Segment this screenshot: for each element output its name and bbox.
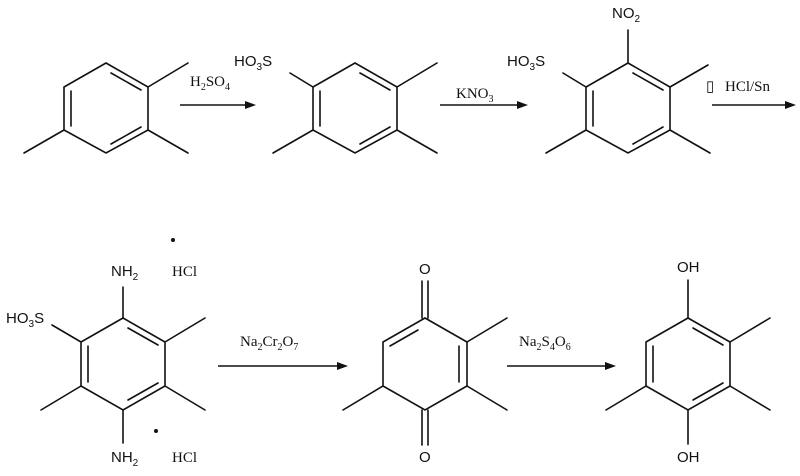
ring-bonds — [382, 317, 468, 411]
molecule-trimethylhydroquinone: OH OH — [605, 259, 771, 466]
methyl-bond — [669, 129, 711, 154]
ring-double-bond — [110, 72, 142, 91]
ring-double-bond — [692, 327, 724, 346]
so3h-label: HO3S — [6, 310, 44, 330]
ring-double-bond — [359, 126, 391, 145]
molecule-diamine-salt: NH2 NH2 HO3S HCl HCl — [6, 238, 206, 469]
methyl-bond — [669, 64, 709, 88]
reagent-label: KNO3 — [456, 86, 494, 105]
salt-dot — [154, 429, 158, 433]
reagent-label: Na2Cr2O7 — [240, 334, 298, 353]
sulfonyl-bond — [289, 72, 314, 88]
hydroxyl-label: OH — [677, 259, 700, 276]
nh2-label: NH2 — [111, 263, 139, 283]
carbonyl-o-label: O — [419, 449, 431, 466]
ring-bonds — [63, 62, 149, 154]
ring-double-bond — [692, 382, 724, 401]
methyl-bond — [396, 62, 438, 88]
reagent-label: Na2S4O6 — [519, 334, 571, 353]
nh2-label: NH2 — [111, 449, 139, 469]
reaction-arrow-1: H2SO4 — [180, 74, 256, 109]
hydroxyl-label: OH — [677, 449, 700, 466]
ring-bonds — [312, 62, 398, 154]
so3h-label: HO3S — [507, 53, 545, 73]
reagent-label: H2SO4 — [190, 74, 230, 93]
methyl-bond — [164, 317, 206, 343]
methyl-bond — [466, 385, 508, 411]
reaction-arrow-3: ▯ HCl/Sn — [706, 79, 796, 109]
molecule-nitro-sulfonic-acid: NO2 HO3S — [507, 5, 711, 154]
reaction-arrow-4: Na2Cr2O7 — [218, 334, 348, 370]
ring-double-bond — [127, 327, 159, 346]
no2-label: NO2 — [612, 5, 641, 25]
hcl-label: HCl — [172, 450, 197, 466]
ring-double-bond — [389, 329, 419, 347]
molecule-sulfonic-acid: HO3S — [234, 53, 438, 154]
methyl-bond — [147, 129, 189, 154]
ring-double-bond — [110, 126, 142, 145]
methyl-bond — [147, 62, 189, 88]
reaction-arrow-2: KNO3 — [440, 86, 528, 109]
ring-double-bond — [127, 382, 159, 401]
ring-bonds — [645, 317, 731, 411]
ring-bonds — [585, 62, 671, 154]
hcl-label: HCl — [172, 264, 197, 280]
reagent-marker: ▯ — [706, 79, 714, 95]
reaction-arrow-5: Na2S4O6 — [507, 334, 616, 370]
sulfonyl-bond — [562, 72, 587, 88]
molecule-trimethylbenzoquinone: O O — [342, 261, 508, 466]
methyl-bond — [23, 129, 65, 154]
so3h-label: HO3S — [234, 53, 272, 73]
methyl-bond — [396, 129, 438, 154]
ring-bonds — [80, 317, 166, 411]
methyl-bond — [729, 385, 771, 411]
methyl-bond — [40, 385, 82, 411]
methyl-bond — [342, 385, 384, 411]
sulfonyl-bond — [51, 324, 82, 343]
carbonyl-o-label: O — [419, 261, 431, 278]
methyl-bond — [545, 129, 587, 154]
methyl-bond — [466, 317, 508, 343]
methyl-bond — [164, 385, 206, 411]
reagent-label: HCl/Sn — [725, 79, 771, 95]
salt-dot — [171, 238, 175, 242]
ring-double-bond — [632, 72, 664, 91]
methyl-bond — [272, 129, 314, 154]
molecule-pseudocumene — [23, 62, 189, 154]
ring-double-bond — [359, 72, 391, 91]
methyl-bond — [729, 317, 771, 343]
methyl-bond — [605, 385, 647, 411]
ring-double-bond — [632, 126, 664, 145]
